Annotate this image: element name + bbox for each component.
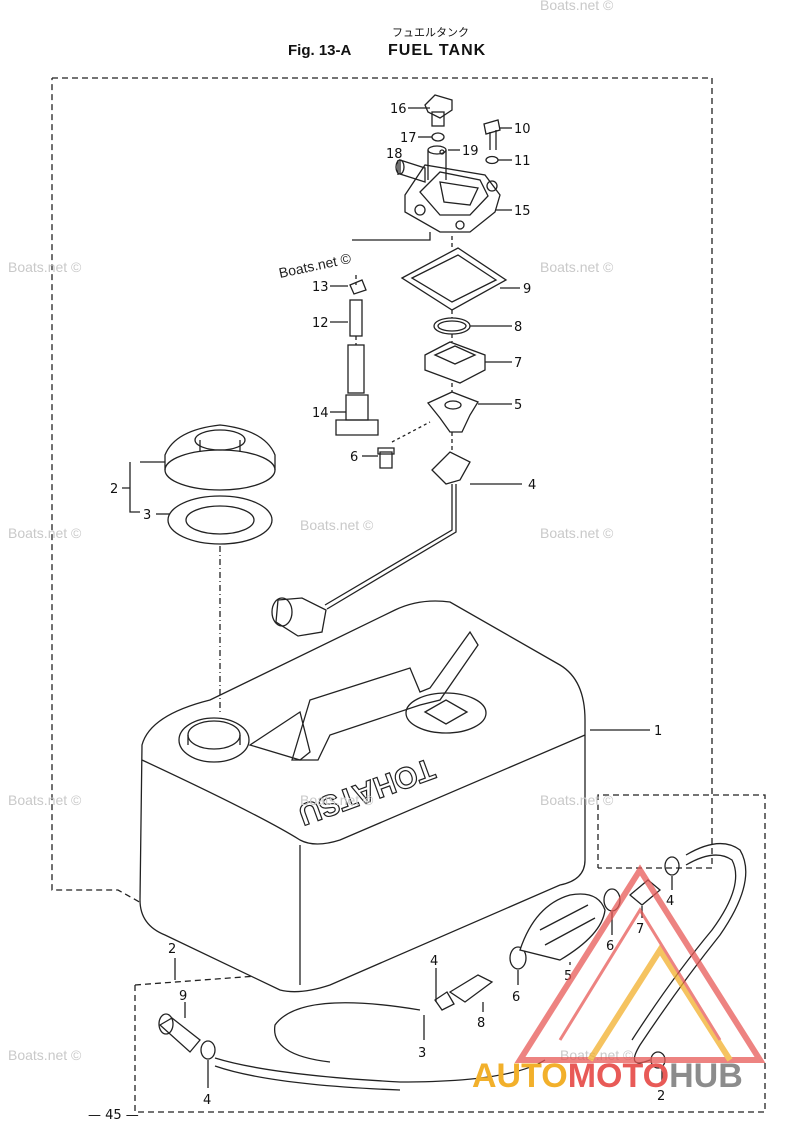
hose-callout-5: 5 [564, 969, 572, 984]
fuel-gauge-parts [271, 94, 508, 637]
callout-13: 13 [312, 280, 329, 295]
logo-part-hub: HUB [669, 1057, 743, 1095]
callout-14: 14 [312, 406, 329, 421]
hose-callout-2-right: 2 [657, 1089, 665, 1104]
hose-callout-6-upper: 6 [606, 939, 614, 954]
hose-callout-6-lower: 6 [512, 990, 520, 1005]
hose-callout-8: 8 [477, 1016, 485, 1031]
callout-1: 1 [654, 724, 662, 739]
watermark: Boats.net © [300, 517, 374, 533]
callout-4: 4 [528, 478, 536, 493]
callout-6: 6 [350, 450, 358, 465]
callout-12: 12 [312, 316, 329, 331]
watermark: Boats.net © [540, 259, 614, 275]
hose-callout-3: 3 [418, 1046, 426, 1061]
callout-15: 15 [514, 204, 531, 219]
callout-7: 7 [514, 356, 522, 371]
fuel-tank-body [139, 600, 586, 993]
hose-callout-4-right: 4 [666, 894, 674, 909]
automotohub-logo: AUTOMOTOHUB [472, 1057, 743, 1096]
callout-2: 2 [110, 482, 118, 497]
callout-9: 9 [523, 282, 531, 297]
leader-lines [122, 107, 673, 1088]
callout-labels: 16 17 19 18 10 11 15 13 9 12 8 7 14 5 6 … [110, 102, 674, 1108]
watermark: Boats.net © [300, 792, 374, 808]
callout-18: 18 [386, 147, 403, 162]
hose-kit-parts [158, 843, 747, 1091]
callout-5: 5 [514, 398, 522, 413]
hose-callout-9: 9 [179, 989, 187, 1004]
callout-10: 10 [514, 122, 531, 137]
watermark: Boats.net © [8, 1047, 82, 1063]
figure-title: FUEL TANK [388, 42, 487, 59]
hose-callout-2: 2 [168, 942, 176, 957]
callout-17: 17 [400, 131, 417, 146]
callout-3: 3 [143, 508, 151, 523]
watermark: Boats.net © [540, 525, 614, 541]
watermark: Boats.net © [540, 792, 614, 808]
hose-kit-border [134, 794, 766, 1113]
callout-16: 16 [390, 102, 407, 117]
page-number: — 45 — [88, 1108, 139, 1123]
logo-triangles [514, 864, 766, 1063]
hose-callout-4-left: 4 [203, 1093, 211, 1108]
logo-part-moto: MOTO [567, 1057, 670, 1095]
watermark: Boats.net © [540, 0, 614, 13]
filler-cap-parts [164, 424, 276, 712]
figure-number: Fig. 13-A [288, 42, 352, 59]
watermark: Boats.net © [8, 259, 82, 275]
watermark: Boats.net © [8, 525, 82, 541]
logo-part-auto: AUTO [472, 1057, 568, 1095]
title-japanese: フュエルタンク [392, 27, 469, 39]
main-group-border [51, 77, 713, 976]
watermark: Boats.net © [8, 792, 82, 808]
callout-8: 8 [514, 320, 522, 335]
hose-callout-4-mid: 4 [430, 954, 438, 969]
page-header: フュエルタンク Fig. 13-A FUEL TANK [0, 22, 800, 62]
callout-19: 19 [462, 144, 479, 159]
callout-11: 11 [514, 154, 531, 169]
watermark-reference: Boats.net © [277, 250, 353, 281]
hose-callout-7: 7 [636, 922, 644, 937]
